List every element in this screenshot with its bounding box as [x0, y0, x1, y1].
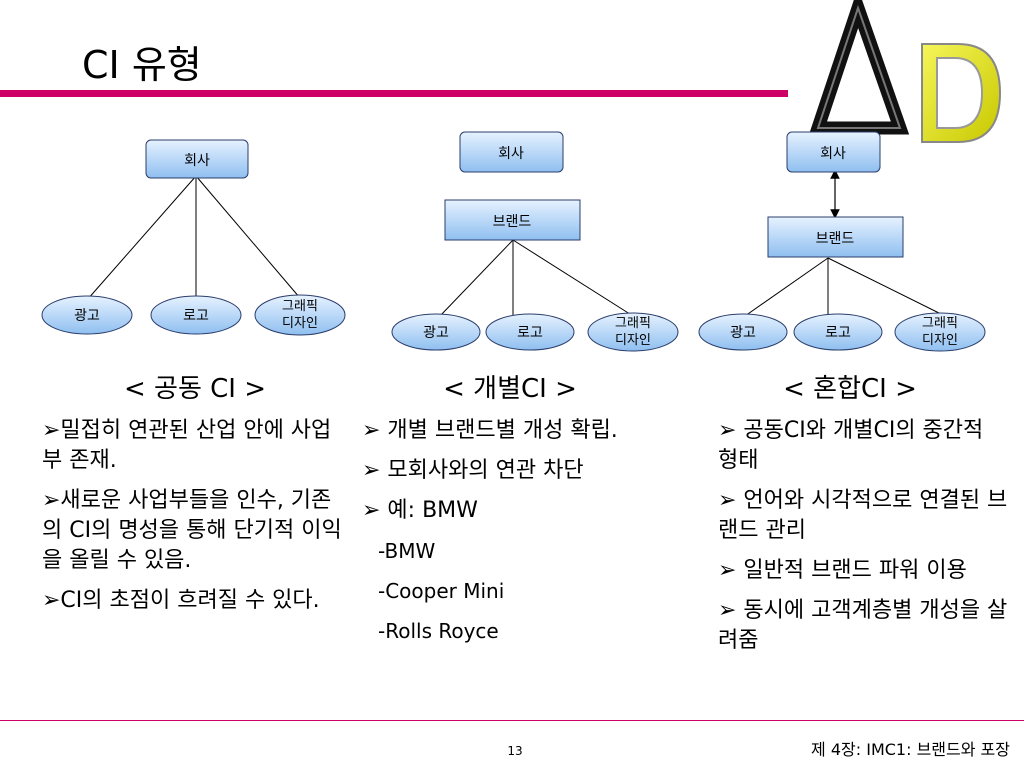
- letter-d-icon: [921, 43, 1002, 143]
- example-item: -BMW: [378, 539, 436, 563]
- individual-ci-tree: 회사 브랜드 광고 로고 그래픽 디자인: [391, 131, 679, 352]
- common-ci-points: ➢밀접히 연관된 산업 안에 사업부 존재. ➢새로운 사업부들을 인수, 기존…: [42, 416, 342, 616]
- logo-node-label: 로고: [825, 325, 851, 341]
- graphic-design-label-line1: 그래픽: [282, 299, 318, 314]
- graphic-design-node: [894, 312, 986, 352]
- ad-node-label: 광고: [74, 308, 100, 324]
- mixed-ci-heading: < 혼합CI >: [783, 374, 917, 404]
- company-node: [459, 131, 564, 173]
- individual-ci-points: ➢ 개별 브랜드별 개성 확립. ➢ 모회사와의 연관 차단 ➢ 예: BMW …: [362, 416, 692, 646]
- bullet-point: ➢ 개별 브랜드별 개성 확립.: [362, 418, 618, 443]
- brand-node-label: 브랜드: [816, 231, 855, 247]
- bullet-point: ➢새로운 사업부들을 인수, 기존의 CI의 명성을 통해 단기적 이익을 올릴…: [42, 488, 342, 573]
- bullet-point: ➢ 모회사와의 연관 차단: [362, 458, 584, 483]
- example-item: -Rolls Royce: [378, 619, 499, 643]
- footer-divider: [0, 720, 1024, 721]
- bullet-point: ➢ 일반적 브랜드 파워 이용: [718, 558, 967, 583]
- company-node: [145, 139, 249, 179]
- slide-title: CI 유형: [82, 43, 202, 87]
- ad-node: [41, 295, 133, 335]
- company-node-label: 회사: [498, 146, 524, 162]
- graphic-design-label-line2: 디자인: [922, 333, 958, 348]
- bullet-point: ➢ 예: BMW: [362, 498, 478, 523]
- graphic-design-label-line1: 그래픽: [922, 316, 958, 331]
- title-divider: [0, 90, 788, 97]
- bullet-point: ➢CI의 초점이 흐려질 수 있다.: [42, 588, 320, 613]
- graphic-design-label-line1: 그래픽: [615, 316, 651, 331]
- logo-node: [793, 313, 883, 351]
- ad-node: [391, 313, 481, 351]
- graphic-design-node: [587, 312, 679, 352]
- individual-ci-heading: < 개별CI >: [443, 374, 577, 404]
- page-number: 13: [507, 744, 523, 758]
- ad-node-label: 광고: [423, 325, 449, 341]
- brand-node-label: 브랜드: [493, 214, 532, 230]
- ad-node-label: 광고: [730, 325, 756, 341]
- bullet-point: ➢ 언어와 시각적으로 연결된 브랜드 관리: [718, 488, 1008, 543]
- graphic-design-node: [254, 294, 346, 336]
- brand-node: [767, 216, 904, 258]
- logo-node-label: 로고: [517, 325, 543, 341]
- graphic-design-label-line2: 디자인: [615, 333, 651, 348]
- company-node-label: 회사: [820, 146, 846, 162]
- logo-node-label: 로고: [183, 308, 209, 324]
- ad-logo: [808, 0, 1002, 143]
- common-ci-tree: 회사 광고 로고 그래픽 디자인: [41, 139, 346, 336]
- bullet-point: ➢ 동시에 고객계층별 개성을 살려줌: [718, 598, 1008, 653]
- mixed-ci-tree: 회사 브랜드 광고 로고 그래픽 디자인: [698, 131, 986, 352]
- graphic-design-label-line2: 디자인: [282, 316, 318, 331]
- company-node: [786, 131, 881, 173]
- logo-node: [150, 295, 242, 335]
- bullet-point: ➢밀접히 연관된 산업 안에 사업부 존재.: [42, 418, 332, 473]
- brand-node: [444, 199, 581, 241]
- example-item: -Cooper Mini: [378, 579, 505, 603]
- bullet-point: ➢ 공동CI와 개별CI의 중간적 형태: [718, 418, 984, 473]
- company-node-label: 회사: [184, 153, 210, 169]
- footer-chapter-title: 제 4장: IMC1: 브랜드와 포장: [811, 740, 1010, 759]
- ad-node: [698, 313, 788, 351]
- ci-diagrams: 회사 광고 로고 그래픽 디자인 회사 브랜드 광고 로고 그래픽 디자인 회사…: [41, 0, 1002, 352]
- mixed-ci-points: ➢ 공동CI와 개별CI의 중간적 형태 ➢ 언어와 시각적으로 연결된 브랜드…: [718, 416, 1008, 656]
- triangle-a-icon: [808, 0, 910, 135]
- logo-node: [485, 313, 575, 351]
- common-ci-heading: < 공동 CI >: [123, 374, 267, 404]
